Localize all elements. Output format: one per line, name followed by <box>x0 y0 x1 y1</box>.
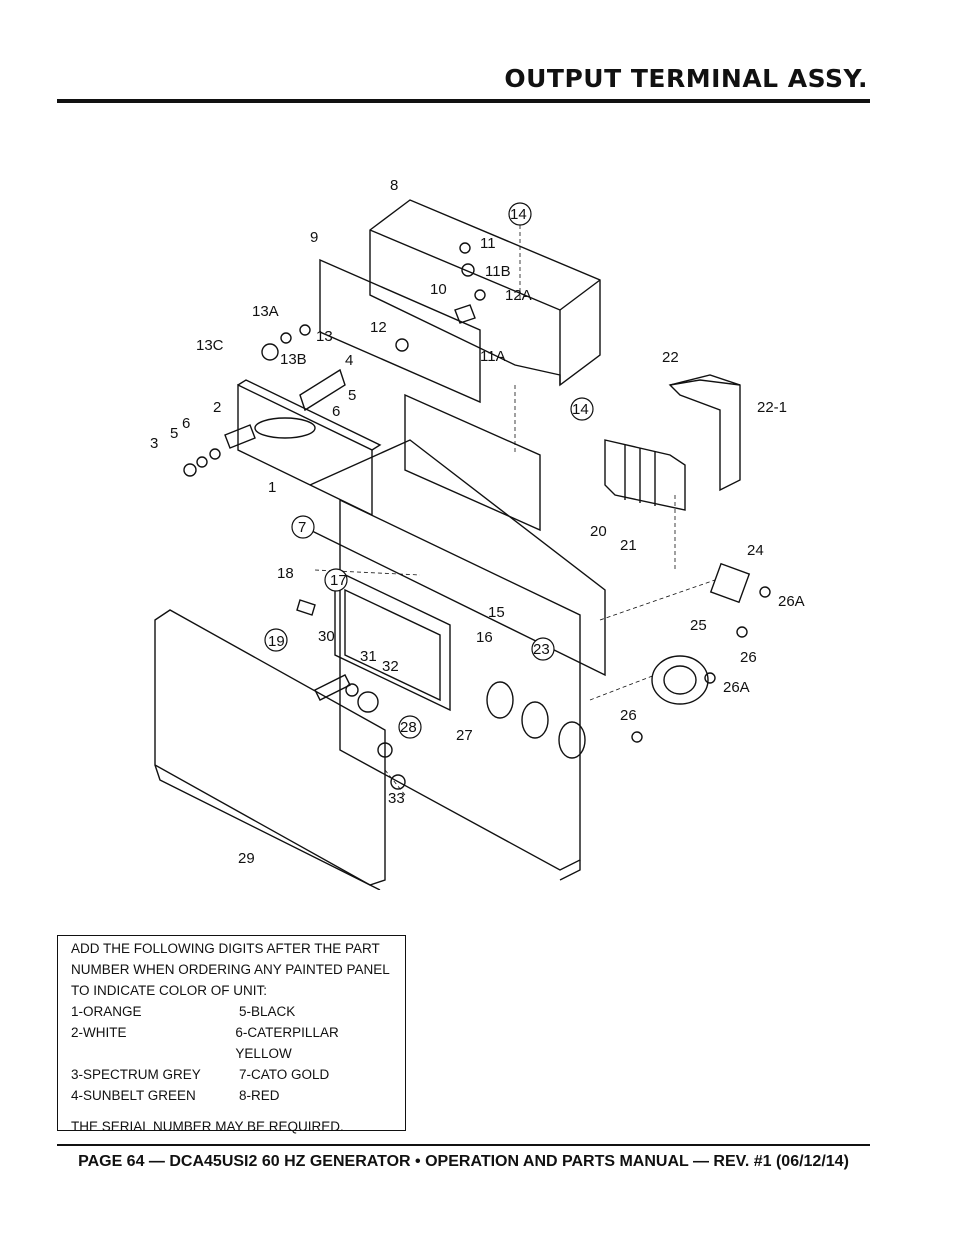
color-code: 4-SUNBELT GREEN <box>71 1088 196 1103</box>
callout-26-bottom: 26 <box>620 707 637 724</box>
exploded-parts-diagram: 8 9 14 11 11B 12A 10 13A 13 13C 13B 12 1… <box>150 177 805 890</box>
callout-32: 32 <box>382 658 399 675</box>
color-code: 8-RED <box>239 1088 280 1103</box>
callout-19: 19 <box>268 633 285 650</box>
color-code: 1-ORANGE <box>71 1004 142 1019</box>
color-code-note: ADD THE FOLLOWING DIGITS AFTER THE PART … <box>57 935 406 1134</box>
page-title: OUTPUT TERMINAL ASSY. <box>504 64 868 93</box>
callout-28: 28 <box>400 719 417 736</box>
callout-3: 3 <box>150 435 158 452</box>
callout-31: 31 <box>360 648 377 665</box>
callout-5: 5 <box>348 387 356 404</box>
callout-4: 4 <box>345 352 353 369</box>
callout-24: 24 <box>747 542 764 559</box>
callout-13B: 13B <box>280 351 307 368</box>
page-footer: PAGE 64 — DCA45USI2 60 HZ GENERATOR • OP… <box>78 1153 849 1170</box>
footer-rule <box>57 1144 870 1146</box>
callout-27: 27 <box>456 727 473 744</box>
callout-22-1: 22-1 <box>757 399 787 416</box>
callout-30: 30 <box>318 628 335 645</box>
callout-14-right: 14 <box>572 401 589 418</box>
color-row: 2-WHITE 6-CATERPILLAR YELLOW <box>71 1022 395 1064</box>
color-row: 3-SPECTRUM GREY 7-CATO GOLD <box>71 1064 395 1085</box>
callout-18: 18 <box>277 565 294 582</box>
callout-15: 15 <box>488 604 505 621</box>
callout-23: 23 <box>533 641 550 658</box>
callout-21: 21 <box>620 537 637 554</box>
callout-29: 29 <box>238 850 255 867</box>
callout-5-left: 5 <box>170 425 178 442</box>
callout-11B: 11B <box>485 263 511 280</box>
color-row: 4-SUNBELT GREEN 8-RED <box>71 1085 395 1106</box>
callout-26A-top: 26A <box>778 593 805 610</box>
color-row: 1-ORANGE 5-BLACK <box>71 1001 395 1022</box>
callout-2: 2 <box>213 399 221 416</box>
header-rule <box>57 99 870 103</box>
callout-20: 20 <box>590 523 607 540</box>
callout-13C: 13C <box>196 337 224 354</box>
callout-22: 22 <box>662 349 679 366</box>
callout-11: 11 <box>480 235 496 252</box>
callout-9: 9 <box>310 229 318 246</box>
callout-25: 25 <box>690 617 707 634</box>
callout-13A: 13A <box>252 303 279 320</box>
callout-26A-bottom: 26A <box>723 679 750 696</box>
callout-12A: 12A <box>505 287 532 304</box>
color-code: 3-SPECTRUM GREY <box>71 1067 201 1082</box>
callout-33: 33 <box>388 790 405 807</box>
note-intro: ADD THE FOLLOWING DIGITS AFTER THE PART … <box>71 941 390 998</box>
callout-13: 13 <box>316 328 333 345</box>
serial-note: THE SERIAL NUMBER MAY BE REQUIRED. <box>71 1119 344 1134</box>
callout-1: 1 <box>268 479 276 496</box>
color-code: 7-CATO GOLD <box>239 1067 330 1082</box>
color-code: 5-BLACK <box>239 1004 296 1019</box>
callout-16: 16 <box>476 629 493 646</box>
callout-26-right: 26 <box>740 649 757 666</box>
color-code: 6-CATERPILLAR YELLOW <box>235 1025 339 1061</box>
callout-14-top: 14 <box>510 206 527 223</box>
callout-11A: 11A <box>480 348 506 365</box>
callout-7: 7 <box>298 519 306 536</box>
color-code: 2-WHITE <box>71 1025 127 1040</box>
callout-6: 6 <box>332 403 340 420</box>
callout-12: 12 <box>370 319 387 336</box>
callout-8: 8 <box>390 177 398 194</box>
callout-6-left: 6 <box>182 415 190 432</box>
callout-10: 10 <box>430 281 447 298</box>
callout-17: 17 <box>330 572 347 589</box>
